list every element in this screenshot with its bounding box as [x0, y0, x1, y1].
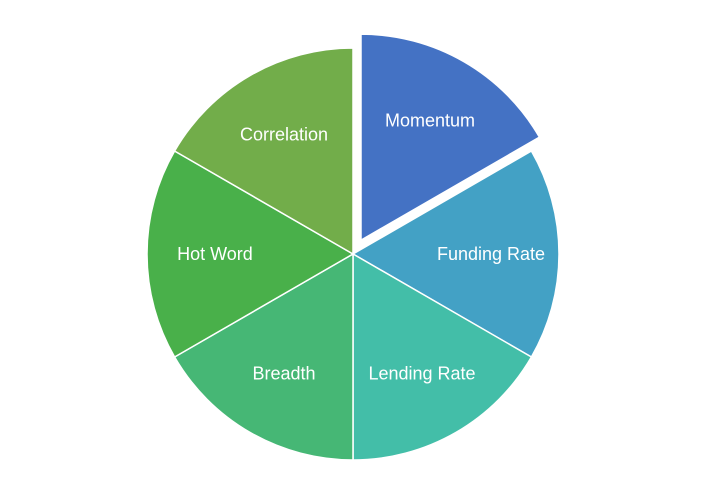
pie-label-lending-rate: Lending Rate — [368, 364, 475, 384]
pie-label-funding-rate: Funding Rate — [437, 244, 545, 264]
pie-slice-momentum — [360, 33, 541, 242]
pie-slice-lending-rate — [352, 252, 533, 461]
pie-label-breadth: Breadth — [252, 364, 315, 384]
pie-slice-breadth — [173, 252, 354, 461]
pie-slices — [146, 33, 560, 461]
pie-slice-funding-rate — [351, 149, 560, 359]
pie-slice-hot-word — [146, 149, 355, 359]
pie-label-hot-word: Hot Word — [177, 244, 253, 264]
pie-label-momentum: Momentum — [385, 111, 475, 131]
pie-slice-correlation — [173, 47, 354, 256]
pie-label-correlation: Correlation — [240, 124, 328, 144]
